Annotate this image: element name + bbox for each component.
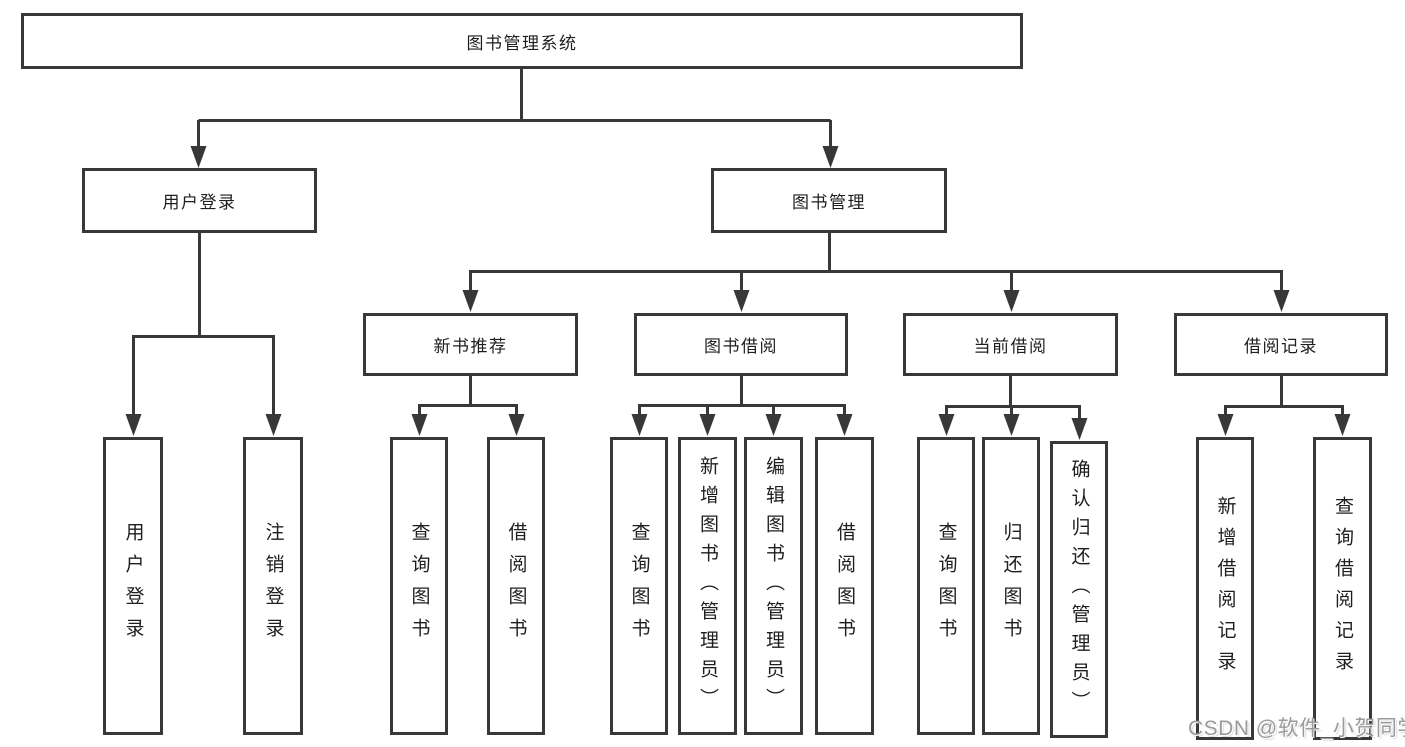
leaf-return-book: 归还图书 — [982, 437, 1040, 735]
node-book-management-label: 图书管理 — [792, 193, 866, 212]
leaf-query-borrow-record-label: 查询借阅记录 — [1332, 495, 1353, 682]
leaf-user-login-label: 用户登录 — [122, 522, 144, 650]
leaf-borrow-book-newbook: 借阅图书 — [487, 437, 545, 735]
node-user-login-label: 用户登录 — [162, 193, 237, 212]
node-root: 图书管理系统 — [21, 13, 1023, 69]
leaf-logout-label: 注销登录 — [262, 522, 284, 650]
leaf-query-book-current-label: 查询图书 — [935, 522, 957, 650]
node-book-borrow: 图书借阅 — [634, 313, 848, 376]
leaf-edit-book-admin: 编辑图书（管理员） — [744, 437, 803, 735]
leaf-borrow-book-newbook-label: 借阅图书 — [505, 522, 527, 650]
node-current-borrow-label: 当前借阅 — [973, 337, 1048, 356]
node-new-book-recommend-label: 新书推荐 — [433, 337, 508, 356]
leaf-confirm-return-admin: 确认归还（管理员） — [1050, 441, 1108, 738]
leaf-add-borrow-record: 新增借阅记录 — [1196, 437, 1254, 740]
node-root-label: 图书管理系统 — [466, 33, 578, 53]
node-user-login: 用户登录 — [82, 168, 317, 233]
leaf-query-borrow-record: 查询借阅记录 — [1313, 437, 1372, 740]
leaf-borrow-book-label: 借阅图书 — [834, 522, 855, 650]
leaf-query-book-current: 查询图书 — [917, 437, 975, 735]
leaf-query-book-newbook: 查询图书 — [390, 437, 448, 735]
leaf-add-book-admin-label: 新增图书（管理员） — [697, 455, 718, 717]
leaf-confirm-return-admin-label: 确认归还（管理员） — [1068, 459, 1090, 720]
csdn-watermark: CSDN @软件_小贺同学 — [1188, 717, 1405, 740]
leaf-borrow-book: 借阅图书 — [815, 437, 874, 735]
node-borrow-record: 借阅记录 — [1174, 313, 1388, 376]
leaf-query-book-borrow-label: 查询图书 — [628, 522, 650, 650]
node-book-management: 图书管理 — [711, 168, 947, 233]
node-new-book-recommend: 新书推荐 — [363, 313, 578, 376]
leaf-query-book-borrow: 查询图书 — [610, 437, 668, 735]
leaf-add-book-admin: 新增图书（管理员） — [678, 437, 737, 735]
node-current-borrow: 当前借阅 — [903, 313, 1118, 376]
leaf-edit-book-admin-label: 编辑图书（管理员） — [763, 455, 784, 717]
node-borrow-record-label: 借阅记录 — [1244, 337, 1318, 356]
leaf-add-borrow-record-label: 新增借阅记录 — [1214, 495, 1236, 682]
leaf-user-login: 用户登录 — [103, 437, 163, 735]
node-book-borrow-label: 图书借阅 — [704, 337, 778, 356]
leaf-query-book-newbook-label: 查询图书 — [408, 522, 430, 650]
leaf-return-book-label: 归还图书 — [1000, 522, 1022, 650]
leaf-logout: 注销登录 — [243, 437, 303, 735]
